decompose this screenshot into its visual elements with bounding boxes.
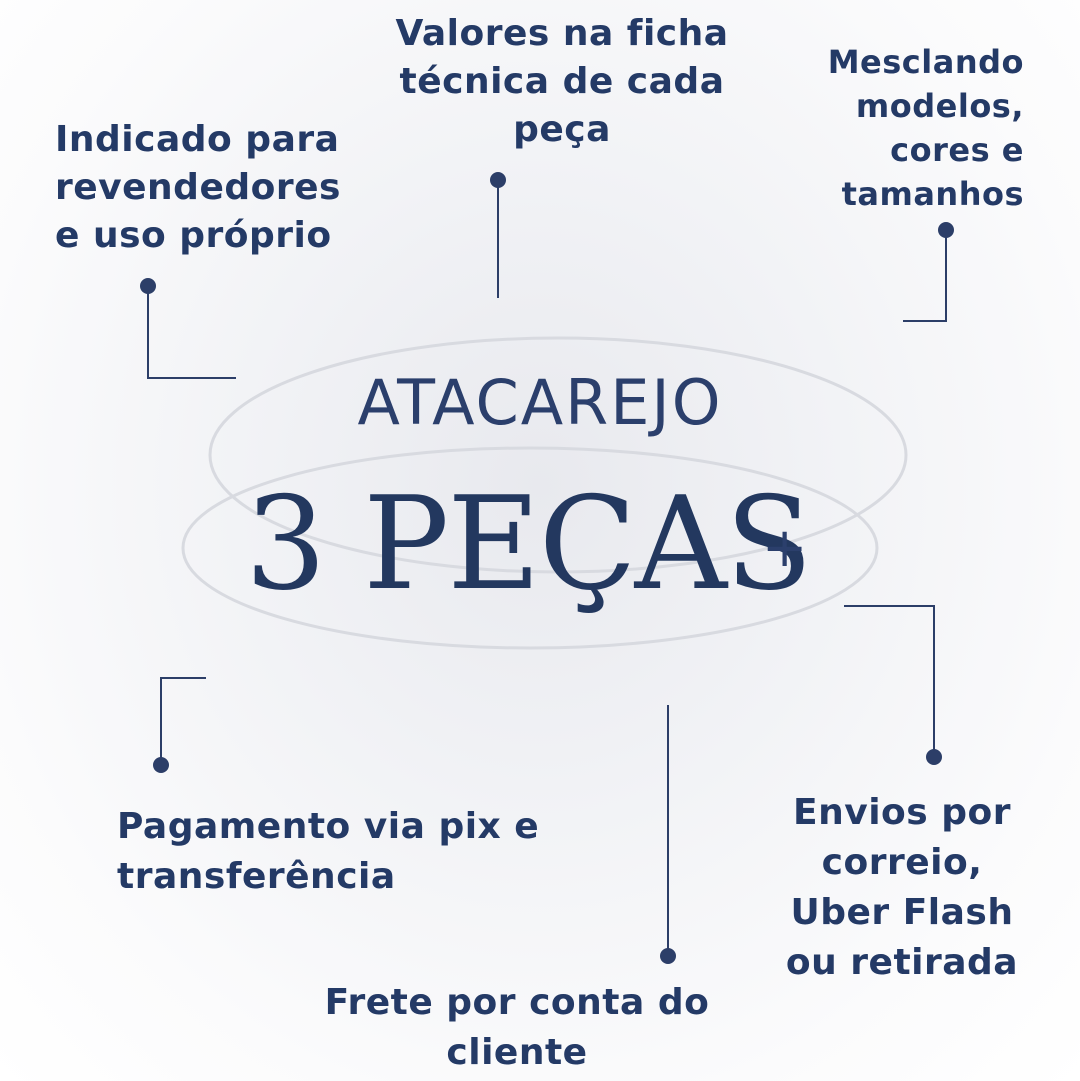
note-indicado: Indicado para revendedores e uso próprio: [55, 116, 341, 260]
note-line: técnica de cada: [399, 61, 725, 102]
note-line: Indicado para: [55, 119, 340, 160]
title-atacarejo: ATACAREJO: [357, 366, 723, 439]
note-pagamento: Pagamento via pix e transferência: [117, 802, 539, 902]
note-line: tamanhos: [841, 175, 1024, 213]
note-line: Mesclando: [827, 43, 1024, 81]
note-line: Envios por: [793, 792, 1011, 833]
title-3-pecas: 3 PEÇAS: [245, 470, 813, 619]
note-line: correio,: [821, 842, 983, 883]
note-line: Frete por conta do: [324, 982, 710, 1023]
note-line: Pagamento via pix e: [117, 806, 540, 847]
connector-pagamento: [153, 677, 206, 773]
connector-indicado: [140, 278, 236, 379]
note-line: revendedores: [55, 167, 341, 208]
connector-envios: [844, 605, 942, 765]
note-frete: Frete por conta do cliente: [312, 978, 722, 1078]
ring-lower: [181, 446, 879, 650]
note-line: cores e: [890, 131, 1024, 169]
note-line: Valores na ficha: [395, 13, 729, 54]
connector-valores: [490, 172, 506, 298]
ring-upper: [208, 336, 908, 574]
title-plus: +: [762, 516, 808, 579]
note-line: e uso próprio: [55, 215, 332, 256]
note-line: Uber Flash: [790, 892, 1014, 933]
connector-mesclando: [903, 222, 954, 322]
note-valores: Valores na ficha técnica de cada peça: [392, 10, 732, 154]
note-mesclando: Mesclando modelos, cores e tamanhos: [828, 40, 1024, 216]
note-line: ou retirada: [785, 942, 1019, 983]
note-line: cliente: [446, 1032, 588, 1073]
note-line: transferência: [117, 856, 396, 897]
note-envios: Envios por correio, Uber Flash ou retira…: [772, 788, 1032, 988]
note-line: modelos,: [855, 87, 1024, 125]
connector-frete: [660, 705, 676, 964]
note-line: peça: [513, 109, 611, 150]
